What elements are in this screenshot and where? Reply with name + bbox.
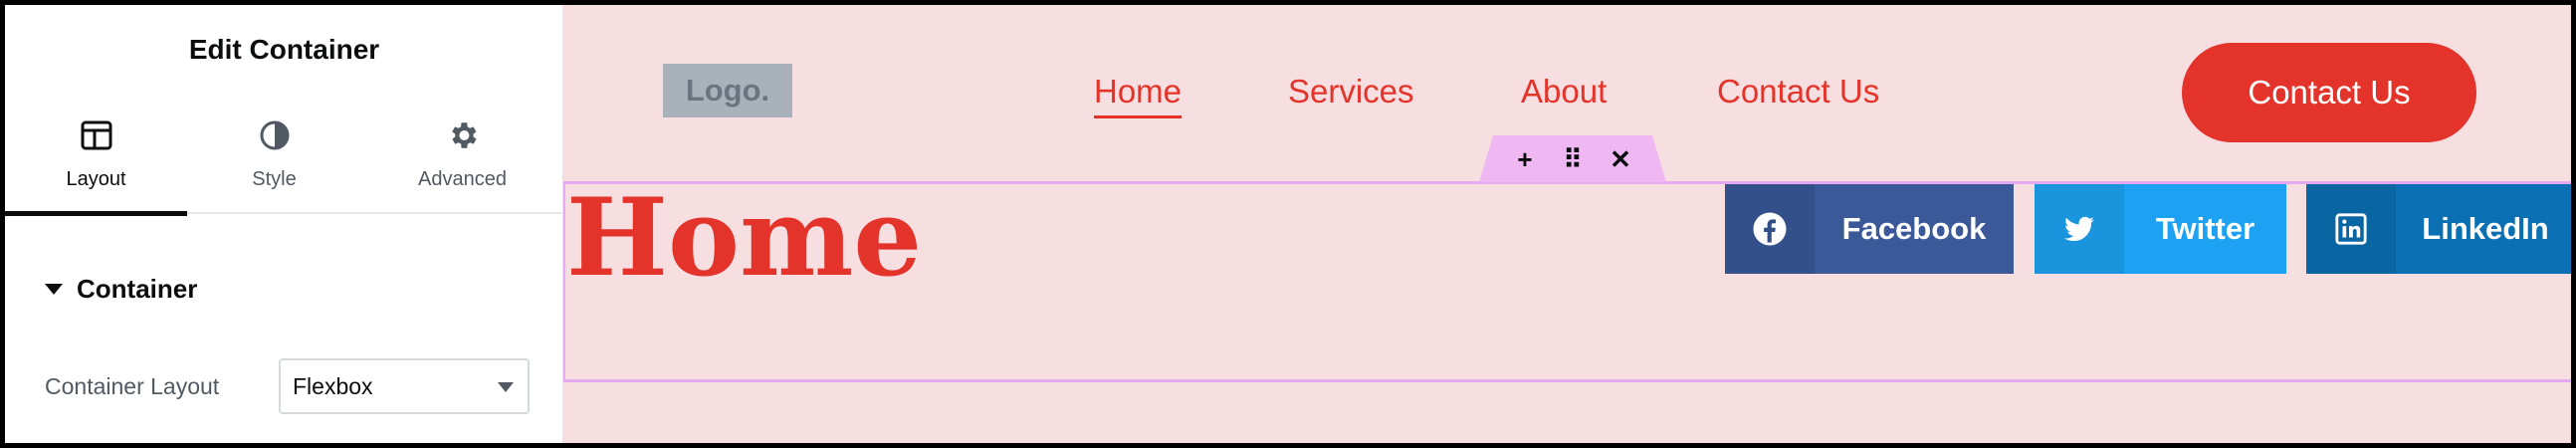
contact-us-button[interactable]: Contact Us — [2182, 43, 2476, 142]
layout-icon — [80, 118, 113, 152]
container-handle: + ⠿ ✕ — [1479, 135, 1666, 182]
drag-handle-icon[interactable]: ⠿ — [1563, 143, 1583, 174]
facebook-icon — [1725, 184, 1815, 274]
tab-label: Style — [252, 168, 297, 190]
contrast-icon — [258, 118, 292, 152]
app-frame: Edit Container Layout Style Advanced — [5, 5, 2571, 443]
tab-label: Layout — [66, 168, 126, 190]
caret-down-icon — [45, 284, 63, 295]
share-label: Twitter — [2155, 211, 2255, 246]
add-container-button[interactable]: + — [1517, 143, 1533, 174]
select-value: Flexbox — [293, 372, 373, 399]
editor-canvas: Logo. Home Services About Contact Us Con… — [563, 5, 2571, 443]
share-label: Facebook — [1841, 211, 1987, 246]
nav-link-services[interactable]: Services — [1288, 73, 1414, 110]
tab-layout[interactable]: Layout — [5, 105, 187, 216]
page-heading[interactable]: Home — [566, 175, 923, 301]
nav-link-contact-us[interactable]: Contact Us — [1717, 73, 1880, 110]
nav-link-home[interactable]: Home — [1094, 73, 1182, 118]
site-logo[interactable]: Logo. — [663, 64, 792, 117]
share-button-twitter[interactable]: Twitter — [2035, 184, 2286, 274]
container-layout-control: Container Layout Flexbox — [45, 358, 533, 414]
panel-tabs: Layout Style Advanced — [5, 105, 563, 216]
section-toggle-container[interactable]: Container — [45, 274, 197, 305]
gear-icon — [446, 118, 480, 152]
share-label: LinkedIn — [2422, 211, 2549, 246]
tab-label: Advanced — [418, 168, 507, 190]
share-button-facebook[interactable]: Facebook — [1725, 184, 2014, 274]
linkedin-icon — [2306, 184, 2396, 274]
nav-link-about[interactable]: About — [1521, 73, 1608, 110]
container-layout-label: Container Layout — [45, 372, 220, 399]
twitter-icon — [2035, 184, 2124, 274]
chevron-down-icon — [498, 382, 514, 392]
tab-advanced[interactable]: Advanced — [361, 105, 563, 214]
editor-panel: Edit Container Layout Style Advanced — [5, 5, 563, 443]
panel-title: Edit Container — [188, 34, 380, 65]
section-label: Container — [77, 274, 198, 304]
selected-container[interactable] — [563, 181, 2571, 382]
tab-style[interactable]: Style — [187, 105, 361, 214]
delete-container-button[interactable]: ✕ — [1610, 143, 1631, 174]
share-button-linkedin[interactable]: LinkedIn — [2306, 184, 2571, 274]
container-layout-select[interactable]: Flexbox — [279, 358, 530, 414]
